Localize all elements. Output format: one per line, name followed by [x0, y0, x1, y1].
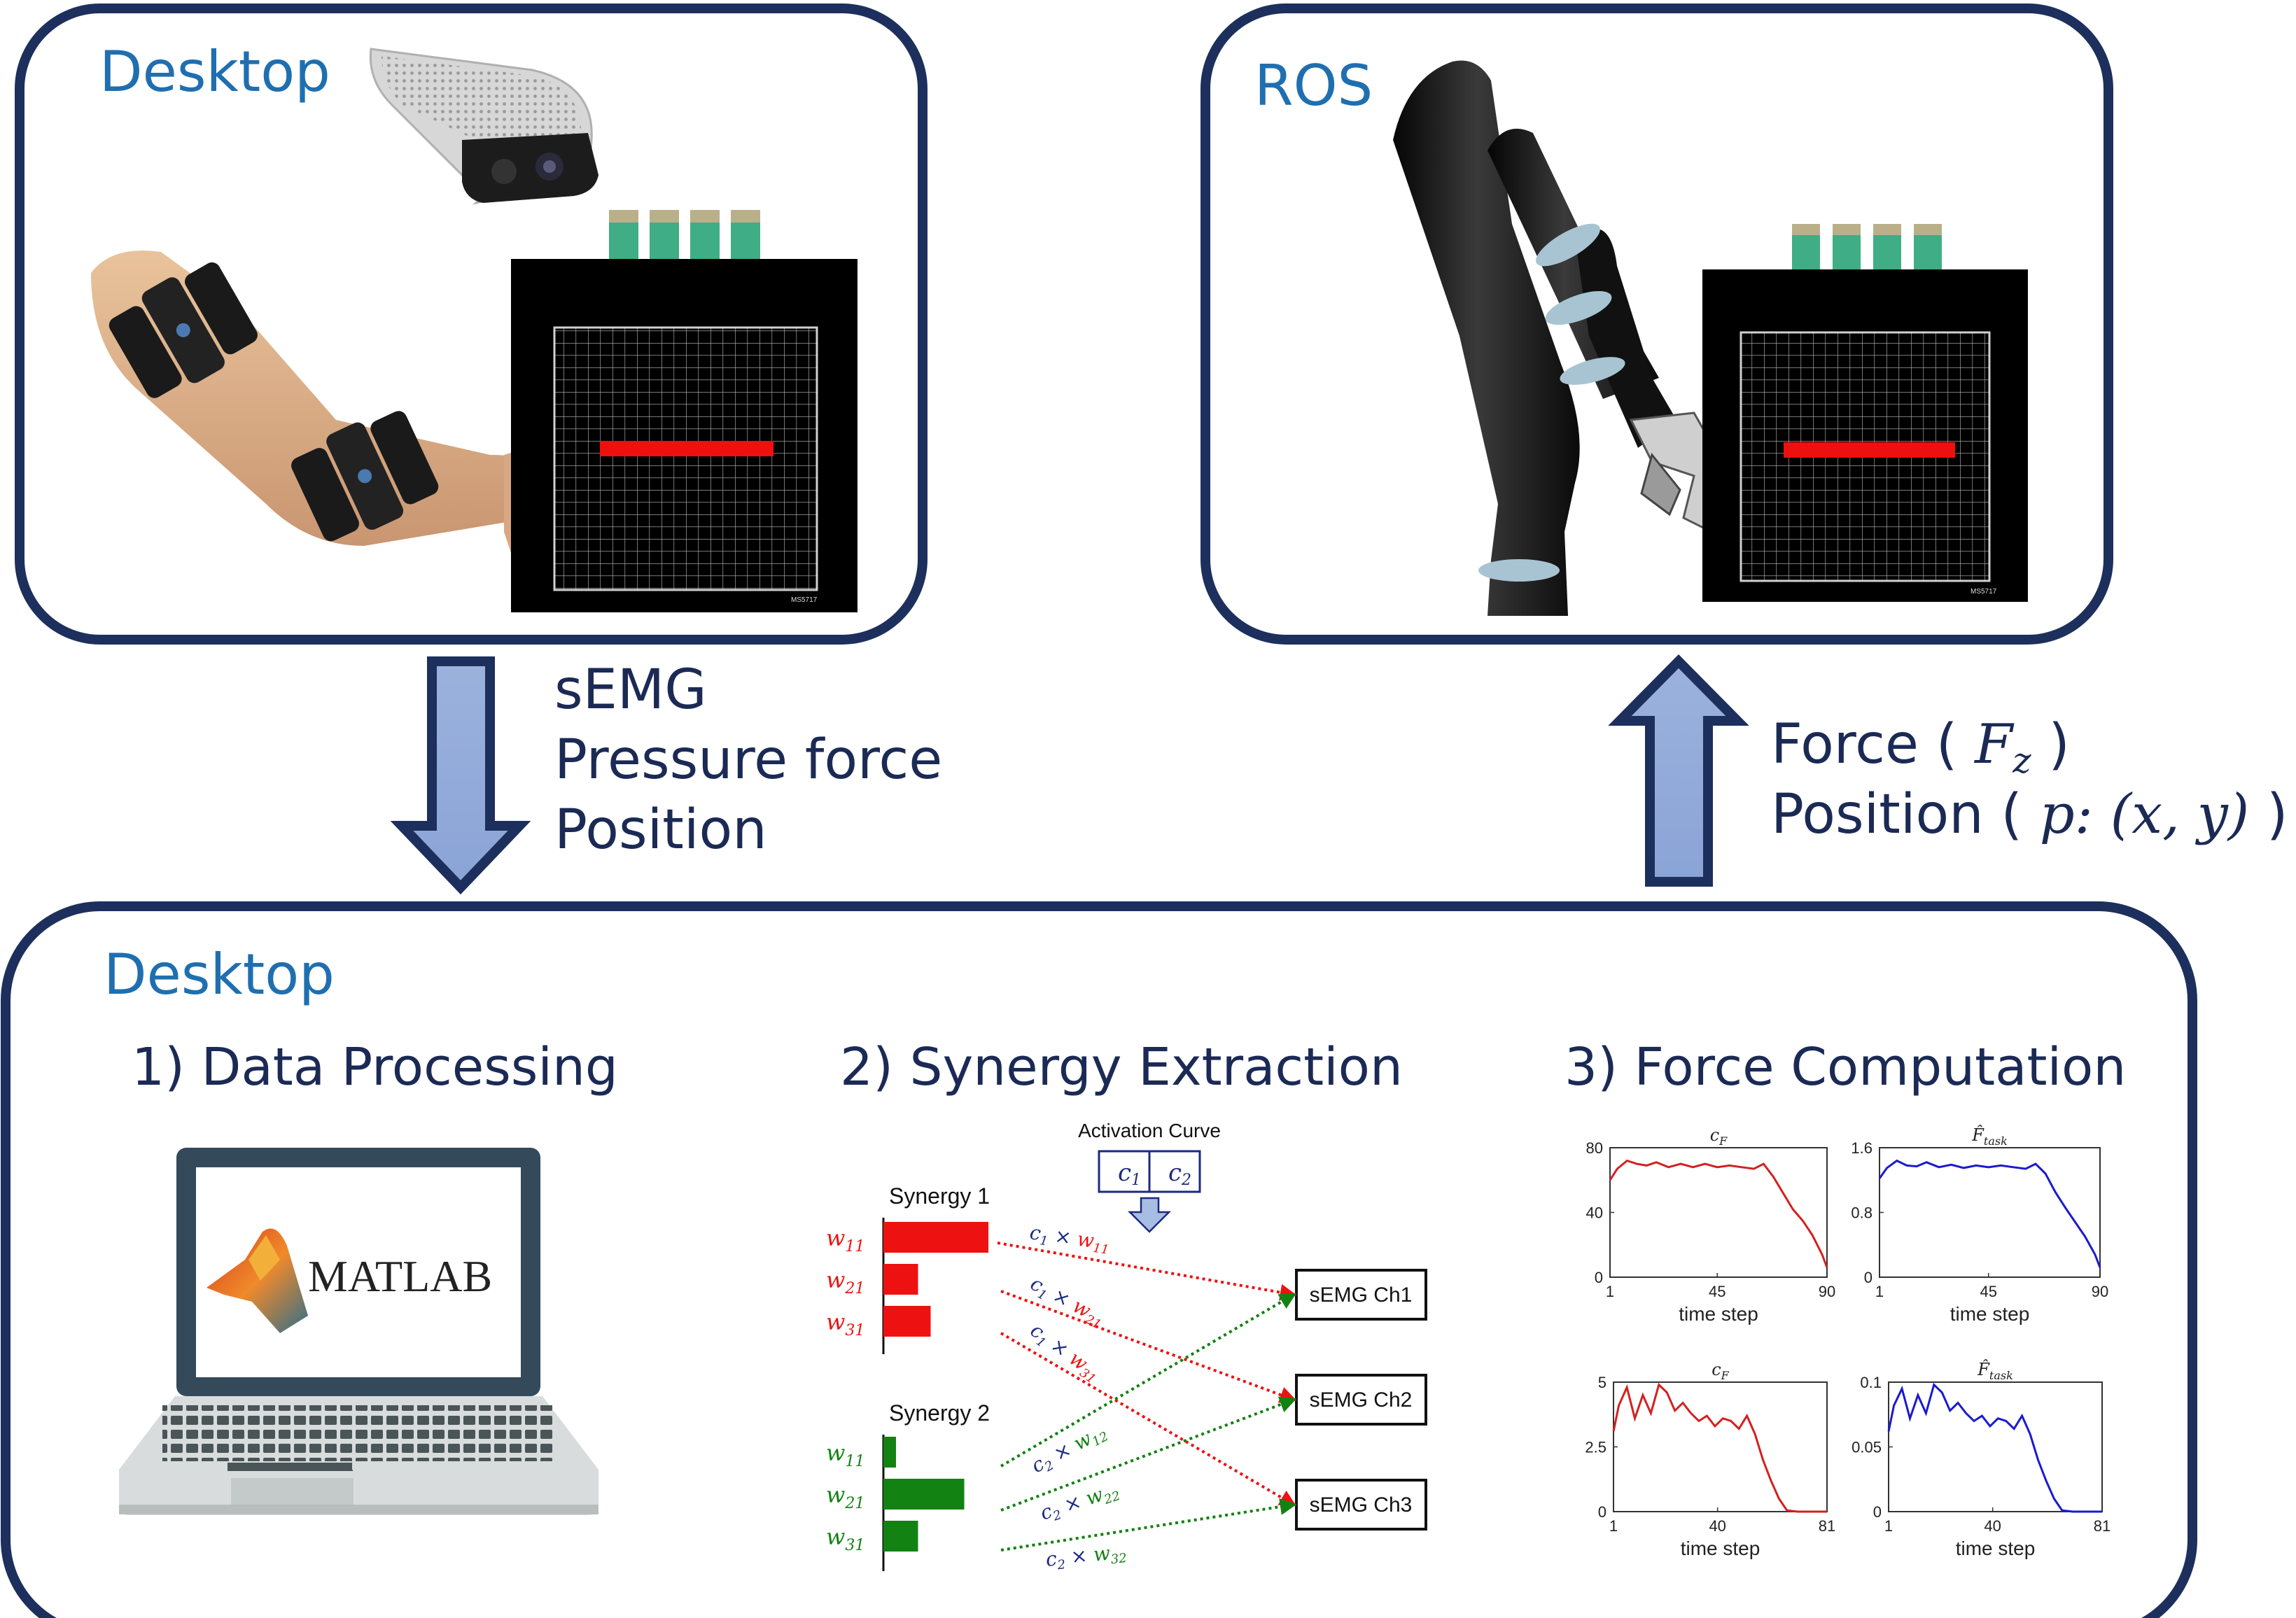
chart-1-ytick-1: 0 — [1595, 1269, 1603, 1286]
down-arrow-label-semg: sEMG — [554, 659, 707, 722]
chart-3-xtick-2: 40 — [1709, 1517, 1726, 1535]
chart-4-ytick-1: 0 — [1873, 1503, 1882, 1521]
chart-4-series-line — [1887, 1382, 2102, 1513]
activation-c1-box — [1098, 1150, 1151, 1193]
chart-3-xlabel: time step — [1681, 1538, 1760, 1559]
chart-2-xtick-1: 1 — [1875, 1283, 1884, 1300]
chart-4-xtick-2: 40 — [1984, 1517, 2001, 1535]
chart-2-title: F̂task — [1971, 1125, 2008, 1148]
chart-3-ytick-2: 2.5 — [1585, 1439, 1606, 1456]
chart-3-frame — [1613, 1381, 1828, 1512]
activation-down-arrow — [1127, 1197, 1172, 1233]
chart-4-xlabel: time step — [1956, 1538, 2036, 1559]
chart-1-title: cF — [1710, 1125, 1728, 1148]
chart-1-frame — [1609, 1147, 1828, 1278]
chart-1-xtick-3: 90 — [1819, 1283, 1835, 1300]
step-synergy-extraction: 2) Synergy Extraction — [840, 1037, 1403, 1097]
step-data-processing: 1) Data Processing — [132, 1037, 618, 1097]
board-label: MS5717 — [791, 596, 818, 604]
chart-3-ytick-1: 0 — [1598, 1503, 1606, 1521]
matlab-logo-text: MATLAB — [308, 1251, 492, 1301]
chart-3-xtick-1: 1 — [1609, 1517, 1618, 1535]
synergy2-bar-2 — [883, 1479, 965, 1510]
synergy1-bar-3 — [883, 1306, 931, 1337]
synergy2-bar-1 — [883, 1437, 896, 1468]
semg-ch2-label: sEMG Ch2 — [1310, 1388, 1413, 1412]
synergy2-label: Synergy 2 — [889, 1400, 990, 1426]
chart-2-xtick-3: 90 — [2092, 1283, 2108, 1300]
synergy2-product-label-3: c2 × w32 — [1044, 1540, 1128, 1574]
chart-3: cF 1 40 81 0 2.5 5 time step — [1585, 1360, 1835, 1559]
up-arrow-position-label: Position ( p: (x, y) ) — [1771, 783, 2288, 846]
synergy-diagram: Activation Curve c1 c2 Synergy 1 Synergy… — [826, 1120, 1427, 1574]
chart-3-title: cF — [1712, 1360, 1729, 1382]
synergy2-arrow-3 — [1000, 1498, 1297, 1552]
up-arrow — [1608, 654, 1749, 887]
down-arrow-label-position: Position — [554, 799, 767, 861]
chart-4-xtick-3: 81 — [2094, 1517, 2110, 1535]
synergy1-weight-label-1: w11 — [826, 1225, 864, 1255]
top-right-title: ROS — [1254, 53, 1373, 118]
semg-ch3-box — [1295, 1479, 1427, 1531]
synergy1-bar-2 — [883, 1264, 918, 1295]
synergy1-label: Synergy 1 — [889, 1183, 990, 1209]
chart-2: F̂task 1 45 90 0 0.8 1.6 time step — [1851, 1125, 2108, 1325]
pressure-sensor-board: MS5717 — [511, 210, 858, 612]
chart-2-ytick-1: 0 — [1864, 1269, 1872, 1286]
semg-ch1-label: sEMG Ch1 — [1310, 1283, 1413, 1307]
chart-2-ytick-3: 1.6 — [1851, 1139, 1872, 1157]
activation-c2: c2 — [1168, 1159, 1191, 1189]
robot-arm-icon — [1393, 60, 1723, 617]
chart-3-xtick-3: 81 — [1819, 1517, 1835, 1535]
synergy1-weight-label-2: w21 — [826, 1267, 864, 1297]
pressure-sensor-board-ros: MS5717 — [1702, 224, 2028, 602]
top-left-title: Desktop — [99, 39, 330, 104]
synergy2-arrow-2 — [1000, 1396, 1297, 1512]
matlab-logo: MATLAB — [206, 1228, 492, 1333]
chart-2-series-line — [1878, 1159, 2101, 1268]
chart-1-xlabel: time step — [1679, 1303, 1758, 1325]
chart-1-ytick-2: 40 — [1586, 1204, 1603, 1222]
down-arrow — [390, 656, 531, 895]
activation-c2-box — [1148, 1150, 1201, 1193]
chart-4-ytick-2: 0.05 — [1851, 1439, 1882, 1456]
chart-4-title: F̂task — [1977, 1360, 2013, 1382]
chart-3-ytick-3: 5 — [1598, 1374, 1606, 1391]
chart-2-frame — [1879, 1147, 2101, 1278]
semg-ch2-box — [1295, 1374, 1427, 1426]
chart-4: F̂task 1 40 81 0 0.05 0.1 time step — [1851, 1360, 2110, 1559]
laptop-icon — [119, 1148, 598, 1515]
chart-1-xtick-1: 1 — [1606, 1283, 1614, 1300]
semg-ch3-label: sEMG Ch3 — [1310, 1493, 1413, 1517]
activation-c1: c1 — [1118, 1159, 1141, 1189]
up-arrow-force-label: Force ( Fz ) — [1771, 713, 2070, 781]
chart-3-series-line — [1612, 1382, 1827, 1513]
synergy2-weight-label-1: w11 — [826, 1440, 864, 1470]
activation-curve-label: Activation Curve — [1078, 1120, 1221, 1141]
chart-4-xtick-1: 1 — [1884, 1517, 1893, 1535]
bottom-title: Desktop — [104, 942, 335, 1007]
chart-2-xtick-2: 45 — [1980, 1283, 1996, 1300]
chart-4-ytick-3: 0.1 — [1860, 1374, 1882, 1391]
synergy1-bar-1 — [883, 1222, 988, 1253]
synergy1-weight-label-3: w31 — [826, 1309, 864, 1339]
chart-2-xlabel: time step — [1950, 1303, 2030, 1325]
synergy2-bar-3 — [883, 1521, 918, 1552]
chart-1-ytick-3: 80 — [1586, 1139, 1603, 1157]
synergy2-weight-label-2: w21 — [826, 1482, 864, 1512]
depth-camera-icon — [369, 48, 598, 205]
down-arrow-label-pressure: Pressure force — [554, 729, 942, 792]
synergy1-arrow-2 — [1000, 1290, 1297, 1403]
synergy2-weight-label-3: w31 — [826, 1524, 864, 1554]
chart-1: cF 1 45 90 0 40 80 time step — [1586, 1125, 1836, 1325]
chart-2-ytick-2: 0.8 — [1851, 1204, 1872, 1222]
chart-1-series-line — [1609, 1159, 1828, 1268]
step-force-computation: 3) Force Computation — [1564, 1037, 2126, 1097]
board-label-ros: MS5717 — [1970, 588, 1997, 596]
chart-1-xtick-2: 45 — [1709, 1283, 1726, 1300]
synergy1-product-label-1: c1 × w11 — [1028, 1220, 1111, 1258]
